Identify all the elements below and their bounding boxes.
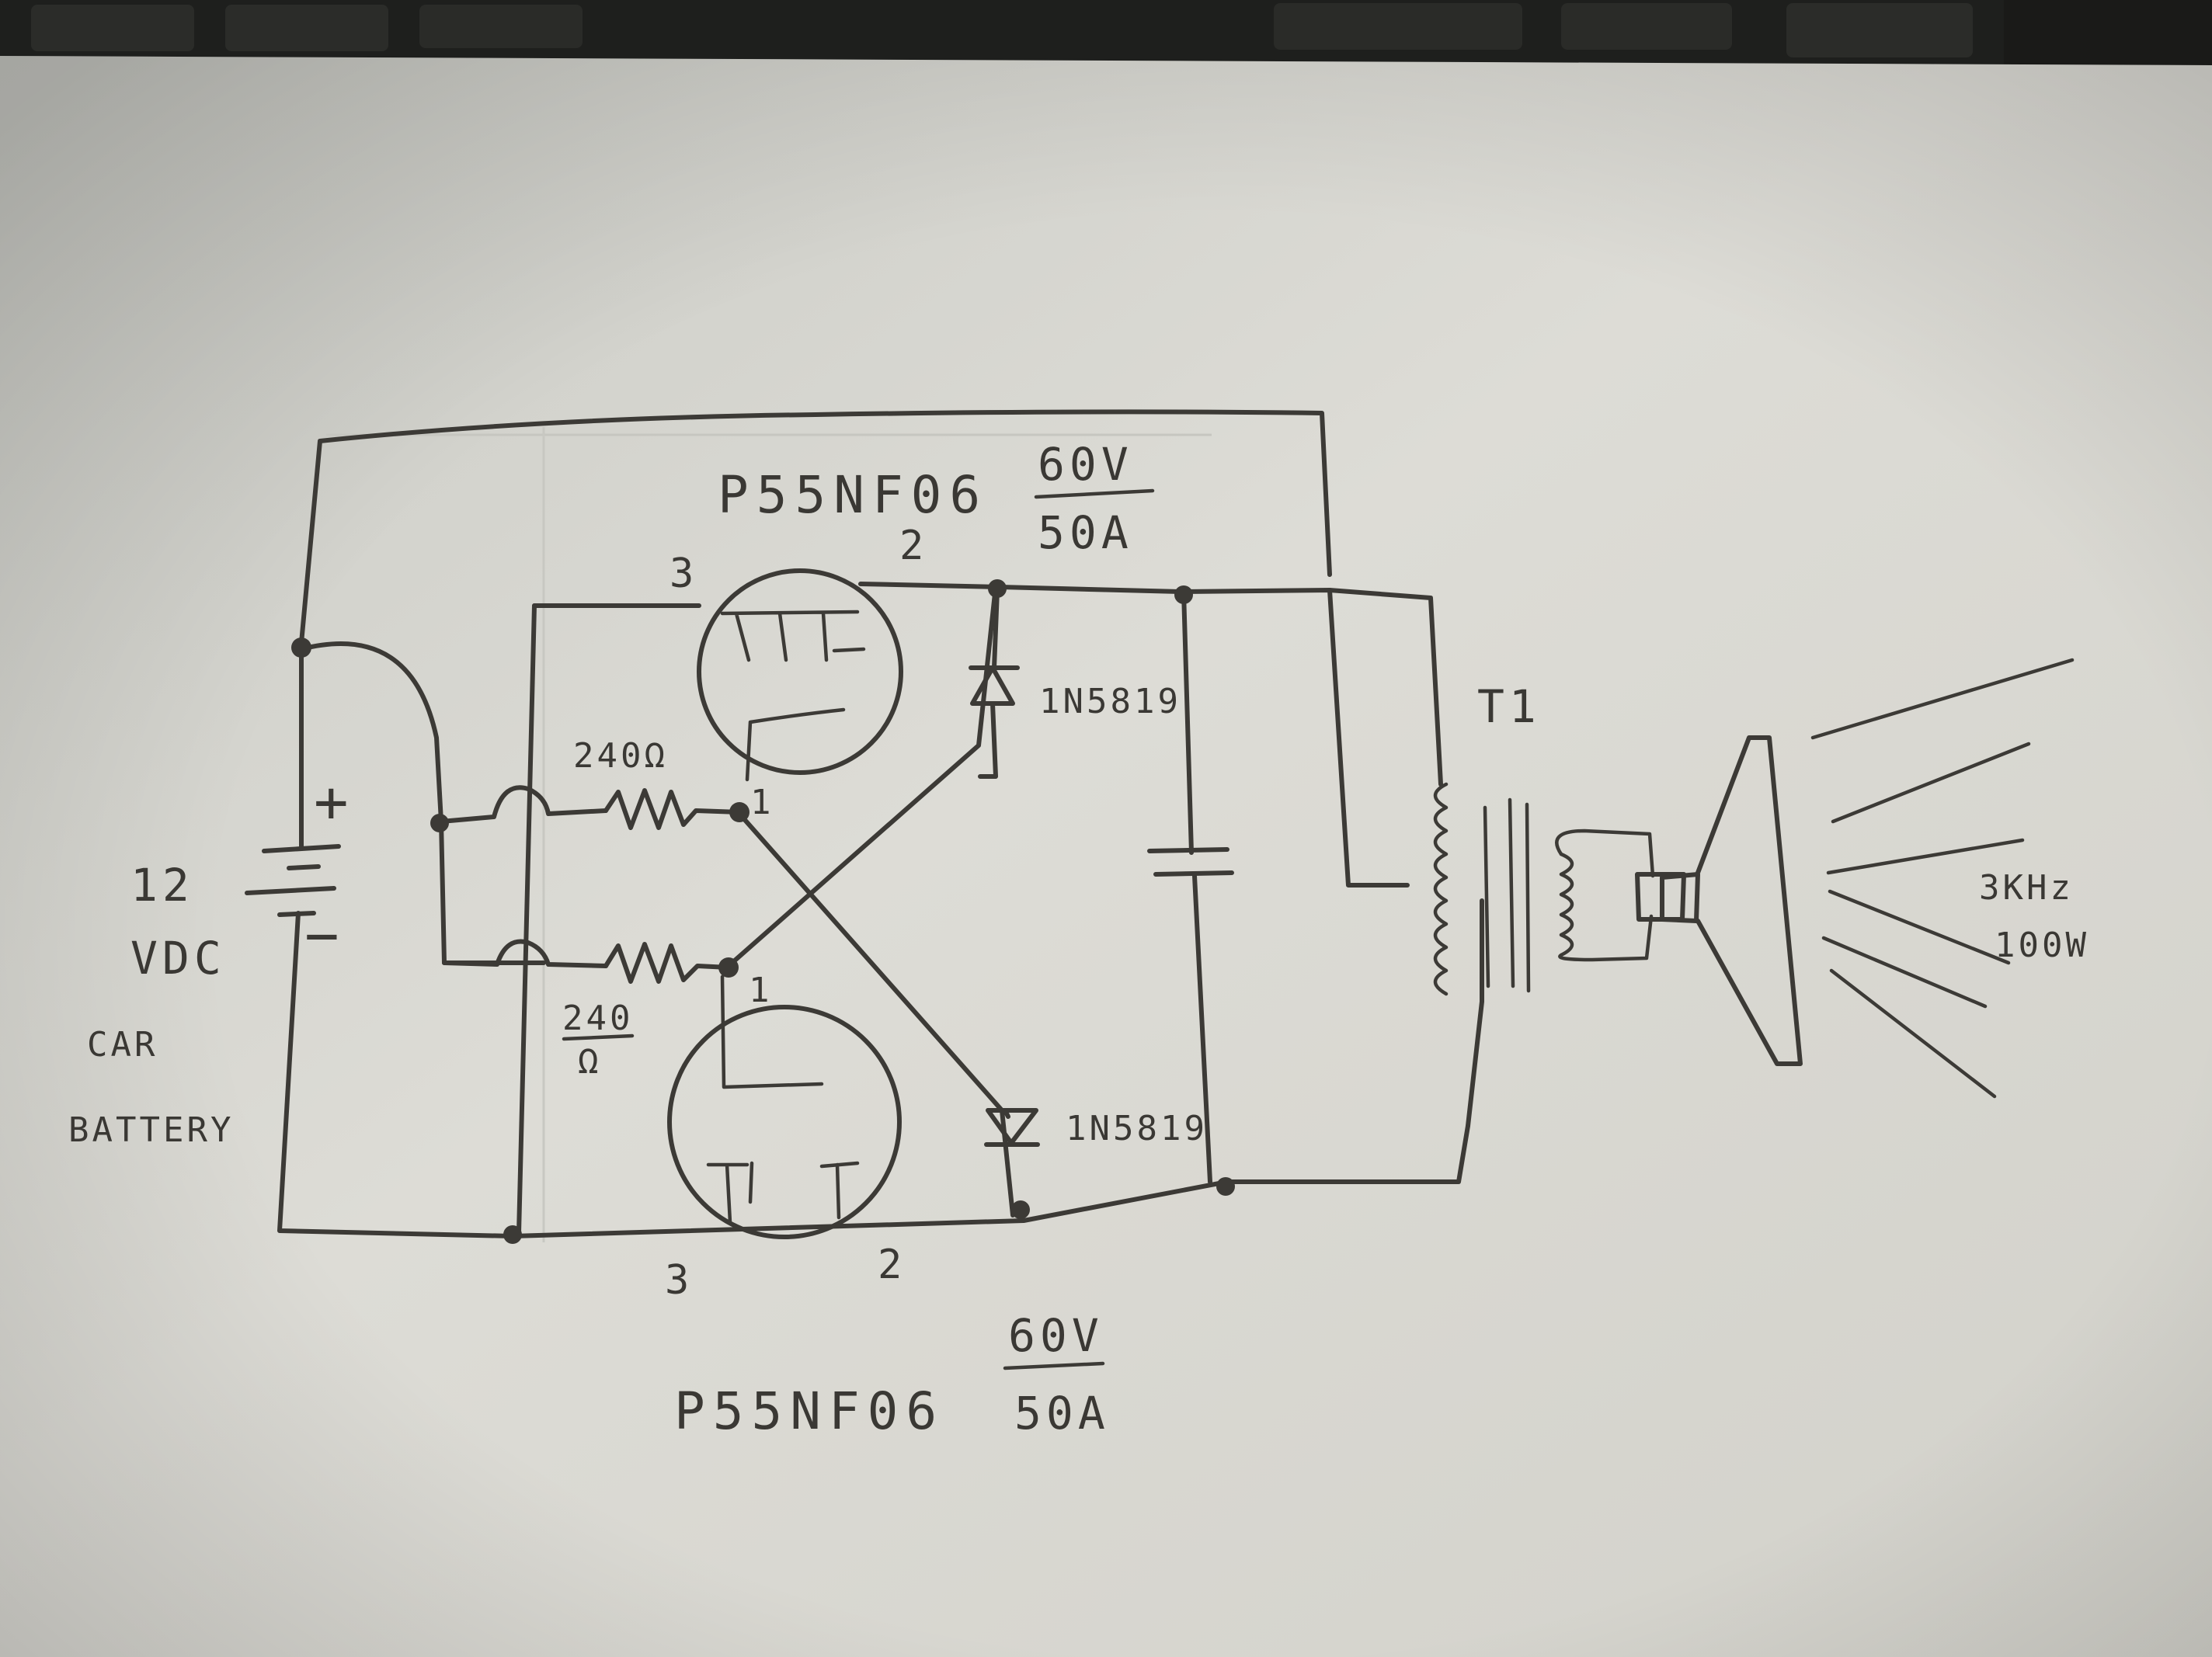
mosfet-top-pin-drain: 2 <box>899 523 923 569</box>
battery-minus-sign: − <box>304 902 339 969</box>
resistor-top-label: 240Ω <box>573 736 668 776</box>
transformer-label: T1 <box>1477 680 1541 733</box>
transformer-center-tap <box>1327 588 1410 888</box>
capacitor-top-lead <box>1181 589 1194 855</box>
mosfet-top-pin-source: 3 <box>670 551 694 597</box>
drain-top-rail <box>532 582 1443 787</box>
junction-dot <box>503 1225 522 1244</box>
battery-caption-line1: CAR <box>87 1025 158 1065</box>
mosfet-top-current: 50A <box>1038 506 1133 559</box>
mosfet-bottom-pin-gate: 1 <box>749 971 773 1010</box>
resistor-bottom-unit: Ω <box>578 1042 602 1082</box>
mosfet-top <box>697 568 903 782</box>
positive-to-gate-feed <box>299 641 546 965</box>
mosfet-bottom-part-label: P55NF06 <box>674 1381 944 1441</box>
junction-dot <box>291 637 311 658</box>
diode-top-label: 1N5819 <box>1039 682 1181 721</box>
battery-voltage-label: 12 <box>130 859 194 912</box>
transformer-secondary-lead <box>1466 898 1484 1128</box>
resistor-bottom-label: 240 <box>562 999 633 1038</box>
battery-symbol: + − <box>245 769 349 969</box>
junction-dot <box>1011 1200 1030 1219</box>
diode-bottom-label: 1N5819 <box>1066 1109 1208 1148</box>
top-loop-wire <box>299 409 1332 645</box>
diode-bottom <box>984 1108 1040 1147</box>
mosfet-bottom <box>667 974 902 1239</box>
mosfet-bottom-pin-source: 3 <box>665 1257 689 1304</box>
output-power-label: 100W <box>1995 926 2089 965</box>
sound-wave-lines <box>1810 658 2075 1099</box>
diode-top <box>969 588 1020 779</box>
resistor-bottom <box>603 942 731 984</box>
mosfet-top-pin-gate: 1 <box>750 783 774 822</box>
mosfet-top-part-label: P55NF06 <box>718 465 988 525</box>
junction-dot <box>1174 585 1193 604</box>
mosfet-top-voltage: 60V <box>1038 438 1133 491</box>
cross-wire-b <box>726 584 998 968</box>
junction-dot <box>1216 1177 1235 1196</box>
capacitor-bottom-lead <box>1192 874 1212 1184</box>
transformer-t1 <box>1433 782 1655 996</box>
battery-negative-wire <box>277 911 1470 1238</box>
battery-plus-sign: + <box>314 769 349 835</box>
ground-rail-left <box>516 603 537 1235</box>
resistor-top <box>603 788 742 830</box>
output-frequency-label: 3KHz <box>1979 868 2074 908</box>
speaker-icon <box>1635 735 1803 1066</box>
capacitor <box>1147 847 1234 877</box>
battery-caption-line2: BATTERY <box>68 1110 234 1150</box>
labels: P55NF06 60V 50A 3 2 1 240Ω 240 Ω 1 3 2 1… <box>68 438 2089 1441</box>
mosfet-bottom-pin-drain: 2 <box>878 1242 902 1288</box>
junction-dot <box>430 814 449 832</box>
mosfet-bottom-voltage: 60V <box>1008 1309 1104 1362</box>
paper-sheet <box>0 56 2212 1657</box>
junction-dots <box>291 579 1235 1244</box>
mosfet-bottom-current: 50A <box>1014 1387 1110 1440</box>
battery-unit-label: VDC <box>130 932 226 985</box>
circuit-wires <box>277 409 1484 1238</box>
